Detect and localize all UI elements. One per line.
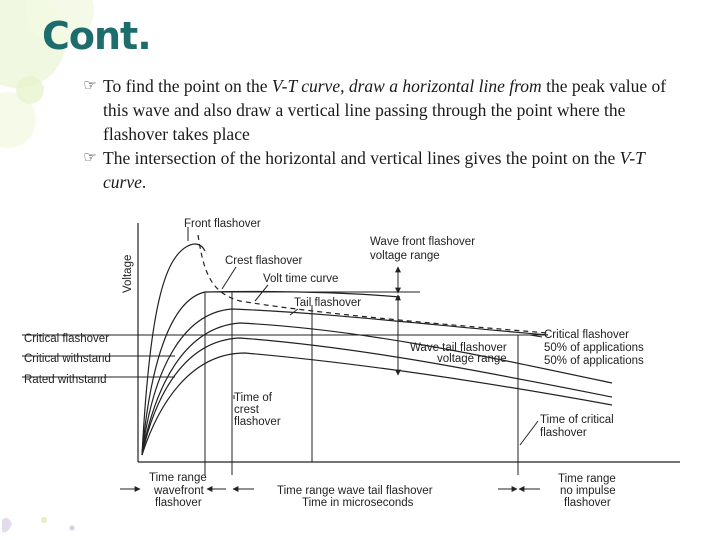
- impulse-curve-6: [141, 352, 613, 456]
- time-range-no-impulse-label-3: flashover: [564, 497, 611, 509]
- critical-flashover-right-label-1: Critical flashover: [544, 329, 629, 341]
- time-range-wavefront-label-2: wavefront: [153, 485, 205, 497]
- wave-tail-range-label-1: Wave tail flashover: [410, 342, 507, 354]
- critical-flashover-left-label: Critical flashover: [24, 333, 109, 345]
- time-critical-pointer: [519, 420, 539, 446]
- time-range-no-impulse-label-2: no impulse: [560, 485, 616, 497]
- volt-time-curve-label: Volt time curve: [263, 273, 338, 285]
- bullet-2-text-c: .: [141, 172, 147, 192]
- vt-curve-diagram: Voltage Front flashover Crest flashover …: [22, 218, 680, 509]
- impulse-curve-4: [141, 322, 613, 456]
- wave-front-range-label-2: voltage range: [370, 250, 440, 262]
- time-critical-label-1: Time of critical: [540, 414, 614, 426]
- time-range-wavefront-label-1: Time range: [149, 472, 207, 484]
- bullet-1-text-a: To find the point on the: [103, 76, 272, 96]
- wave-front-range-label-1: Wave front flashover: [370, 236, 475, 248]
- time-in-microseconds-label: Time in microseconds: [302, 497, 414, 509]
- bullet-1-text-c: the peak value of this wave and also dra…: [103, 76, 667, 144]
- pointing-hand-bullet-icon: ☞: [83, 78, 97, 94]
- slide-title: Cont.: [42, 14, 152, 58]
- crest-flashover-pointer: [221, 266, 237, 290]
- bullet-2-text-a: The intersection of the horizontal and v…: [103, 148, 620, 168]
- critical-withstand-label: Critical withstand: [24, 353, 111, 365]
- bullet-2-text-b: V-T curve: [103, 148, 645, 192]
- time-range-tail-label-1: Time range wave tail flashover: [277, 485, 433, 497]
- bullet-item-1: ☞ To find the point on the V-T curve, dr…: [82, 74, 682, 146]
- volt-time-pointer: [254, 284, 269, 302]
- time-crest-label-1: Time of: [234, 392, 273, 404]
- critical-flashover-right-label-3: 50% of applications: [544, 355, 644, 367]
- impulse-curve-5: [141, 337, 613, 456]
- critical-flashover-right-label-2: 50% of applications: [544, 342, 644, 354]
- time-range-no-impulse-label-1: Time range: [558, 473, 616, 485]
- rated-withstand-label: Rated withstand: [24, 374, 106, 386]
- impulse-curve-3: [141, 308, 549, 456]
- bullet-list: ☞ To find the point on the V-T curve, dr…: [82, 74, 682, 194]
- tail-flashover-pointer: [289, 308, 299, 316]
- time-crest-label-2: crest: [234, 404, 260, 416]
- impulse-curve-2: [141, 290, 401, 456]
- tail-flashover-label: Tail flashover: [294, 297, 361, 309]
- time-critical-label-2: flashover: [540, 427, 587, 439]
- pointing-hand-bullet-icon: ☞: [83, 150, 97, 166]
- bullet-1-text-b: V-T curve, draw a horizontal line from: [271, 76, 542, 96]
- front-flashover-label: Front flashover: [184, 218, 261, 230]
- critical-right-pointer: [529, 334, 543, 338]
- bullet-item-2: ☞ The intersection of the horizontal and…: [82, 146, 682, 194]
- volt-time-curve-dashed: [197, 234, 549, 334]
- crest-flashover-label: Crest flashover: [225, 255, 303, 267]
- time-range-wavefront-label-3: flashover: [155, 497, 202, 509]
- wave-tail-range-label-2: voltage range: [437, 353, 507, 365]
- voltage-axis-label: Voltage: [122, 255, 134, 293]
- time-crest-label-3: flashover: [234, 416, 281, 428]
